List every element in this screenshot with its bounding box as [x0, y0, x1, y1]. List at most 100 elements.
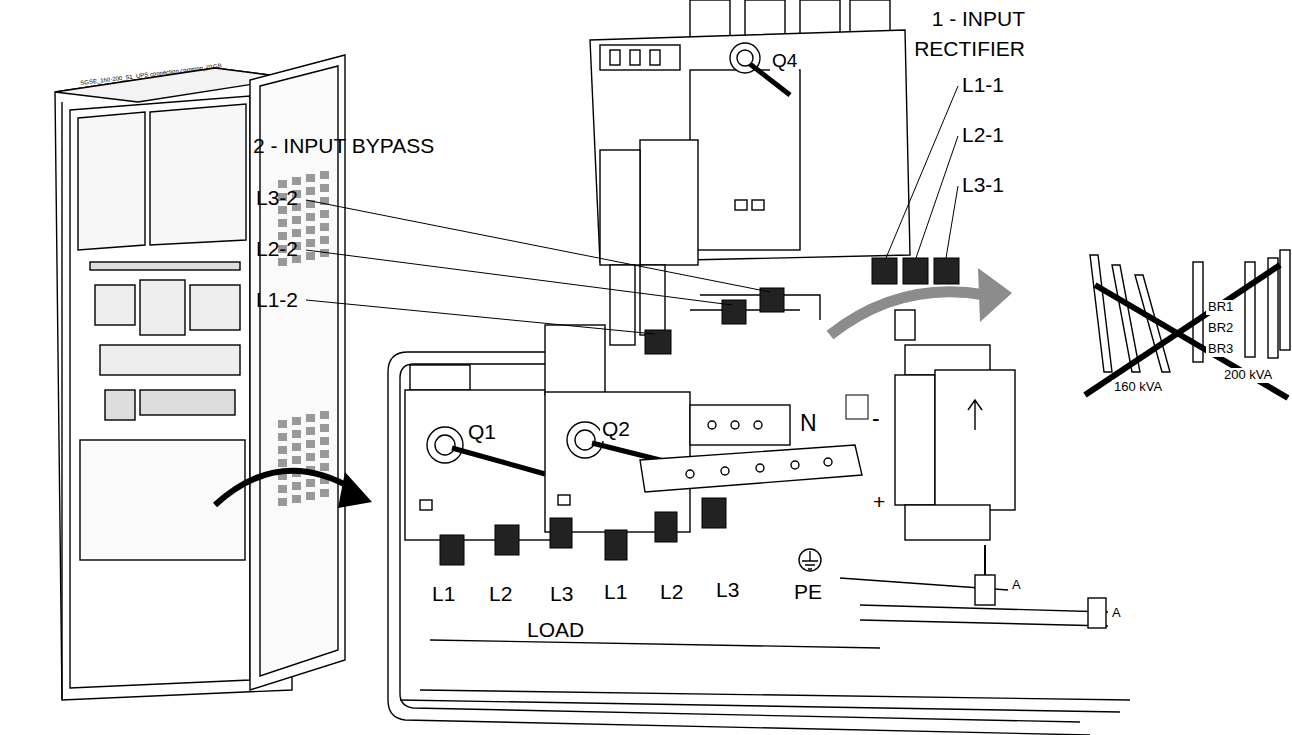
terminal-label: PE	[794, 580, 822, 604]
cabinet	[140, 390, 235, 415]
rating-label: 200 kVA	[1222, 368, 1274, 383]
section-title: 1 - INPUT RECTIFIER	[880, 4, 1025, 65]
q2-switch	[567, 422, 603, 458]
terminal-label: L3	[716, 578, 739, 602]
q4-switch	[610, 50, 620, 65]
enclosure	[400, 364, 1080, 722]
load-terminals	[702, 498, 726, 528]
q4-switch	[650, 50, 660, 65]
busbar-label: BR1	[1206, 300, 1235, 315]
rectifier-terminals	[934, 258, 959, 284]
cross-out	[1085, 265, 1288, 398]
q2-switch	[545, 325, 605, 395]
fuse-component	[935, 370, 1015, 510]
enclosure	[400, 700, 1120, 712]
grille-cell	[306, 492, 315, 500]
grille-cell	[278, 485, 287, 493]
section-title: 2 - INPUT BYPASS	[253, 134, 434, 158]
grille-cell	[278, 498, 287, 506]
pe-bar	[824, 458, 832, 466]
terminal-label: L3-2	[256, 186, 298, 210]
cabinet	[70, 96, 250, 688]
enclosure	[1088, 598, 1106, 628]
busbars	[1280, 250, 1290, 350]
neutral-bar	[731, 421, 739, 429]
pe-bar	[799, 549, 821, 571]
grille-cell	[292, 443, 301, 451]
busbar-label: BR3	[1206, 342, 1235, 357]
grille-cell	[278, 219, 287, 227]
terminal-label: L3	[550, 582, 573, 606]
q1-switch	[405, 365, 555, 540]
leader-lines	[306, 86, 958, 334]
grille-cell	[320, 424, 329, 432]
grille-cell	[306, 174, 315, 182]
q4-switch	[630, 50, 640, 65]
cabinet	[61, 102, 62, 700]
load-terminals	[655, 512, 677, 542]
q1-switch	[427, 427, 463, 463]
fuse-component	[905, 505, 990, 540]
pe-bar	[791, 461, 799, 469]
grille-cell	[320, 437, 329, 445]
rectifier-terminals	[903, 258, 928, 284]
busbars	[1090, 250, 1290, 372]
fuse-component	[895, 310, 915, 340]
grille-cell	[306, 213, 315, 221]
dimension-label: A	[1112, 606, 1121, 621]
q4-switch	[735, 200, 747, 210]
grille-cell	[292, 216, 301, 224]
enclosure	[975, 575, 995, 605]
terminal-label: N	[800, 410, 817, 436]
enclosure	[430, 640, 880, 648]
q4-switch	[640, 265, 665, 335]
q2-switch	[545, 325, 690, 532]
terminal-label: L2	[489, 582, 512, 606]
grille-cell	[278, 433, 287, 441]
grille-cell	[292, 229, 301, 237]
grille-cell	[292, 495, 301, 503]
grille-cell	[292, 456, 301, 464]
rectifier-terminals	[872, 258, 959, 284]
terminal-label: L1	[604, 580, 627, 604]
q1-switch	[452, 448, 545, 474]
terminal-label: L1	[432, 582, 455, 606]
removal-arrow-head	[978, 268, 1012, 322]
cabinet	[95, 285, 135, 325]
q1-switch	[405, 390, 555, 540]
grille-cell	[320, 411, 329, 419]
busbar-label: BR2	[1206, 321, 1235, 336]
neutral-bar	[690, 405, 790, 445]
switch-label: Q4	[770, 50, 799, 72]
pe-bar	[721, 467, 729, 475]
cabinet	[260, 66, 338, 676]
grille-cell	[278, 420, 287, 428]
cabinet	[105, 390, 135, 420]
pe-bar	[756, 464, 764, 472]
q4-switch	[752, 200, 764, 210]
minus-terminal	[846, 395, 868, 419]
neutral-bar	[754, 421, 762, 429]
grille-cell	[320, 463, 329, 471]
terminal-label: -	[872, 405, 880, 431]
grille-cell	[306, 427, 315, 435]
fuse-component	[895, 375, 935, 505]
door-grille	[278, 171, 329, 506]
enclosure	[860, 605, 1108, 612]
leader-lines	[886, 86, 958, 258]
cabinet	[150, 104, 246, 245]
leader-lines	[306, 250, 732, 305]
busbars	[1090, 255, 1112, 372]
load-terminals	[605, 530, 627, 560]
q4-switch	[600, 150, 640, 265]
cabinet	[100, 345, 240, 375]
pe-bar	[802, 551, 818, 569]
grille-cell	[278, 446, 287, 454]
fuse-component	[968, 400, 982, 430]
grille-cell	[292, 177, 301, 185]
cabinet	[78, 112, 145, 250]
rectifier-terminals	[872, 258, 897, 284]
load-terminals	[440, 535, 464, 565]
cabinet	[140, 280, 185, 335]
